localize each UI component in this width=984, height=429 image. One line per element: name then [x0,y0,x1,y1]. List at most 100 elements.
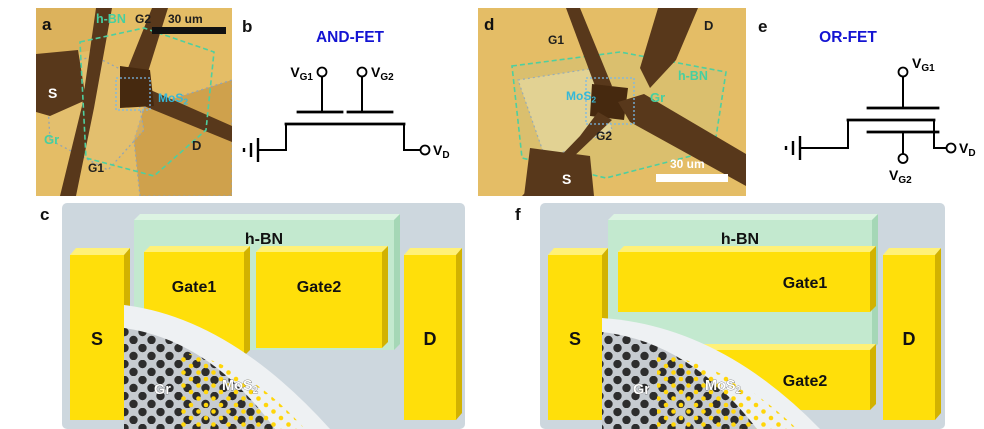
source-block [70,248,130,420]
drain-label: D [704,18,713,33]
hbn-label: h-BN [678,69,708,83]
mos2-label: MoS2 [158,91,188,107]
vg2-terminal [897,153,909,164]
drain-label: D [424,329,437,349]
source-wire [799,119,849,149]
gate1-side-face [870,246,876,312]
source-electrode [524,148,594,196]
vg2-label: VG2 [371,64,394,83]
gate2-label: Gate2 [297,279,342,296]
drain-side-face [935,248,941,420]
gate2-top-face [256,246,388,252]
gate2-side-face [870,344,876,410]
source-label: S [569,329,581,349]
scale-bar [152,27,226,34]
graphene-label: Gr [154,382,171,398]
vg1-terminal [897,66,909,78]
or-fet-title: OR-FET [819,29,877,46]
gate2-block [256,246,388,348]
drain-front-face [404,255,456,420]
schematic-or-fet: f [515,203,945,429]
gate1-top-face [144,246,250,252]
gate2-side-face [382,246,388,348]
graphene-label: Gr [44,132,59,147]
drain-top-face [404,248,462,255]
panel-label-d: d [484,15,494,34]
gate2-front-face [256,252,382,348]
drain-electrode-trace [144,88,232,142]
drain-label: D [903,329,916,349]
gate1-side-face [244,246,250,356]
hbn-top-face [134,214,400,220]
drain-block [404,248,462,420]
and-fet-title: AND-FET [316,29,385,46]
vd-label: VD [959,140,976,159]
source-label: S [91,329,103,349]
drain-electrode-trace [640,8,698,88]
hbn-flake-outline [79,27,215,177]
source-front-face [70,255,124,420]
vg2-label: VG2 [889,167,912,186]
g2-label: G2 [135,12,151,26]
gate2-electrode-trace [618,94,746,186]
ground-symbol [242,138,260,162]
graphene-label: Gr [650,90,665,105]
panel-label-f: f [515,205,521,224]
mos2-label: MoS2 [222,378,259,396]
gate2-label: Gate2 [783,373,828,390]
gate1-electrode-trace [60,8,112,196]
drain-top-face [883,248,941,255]
panel-label-b: b [242,17,252,36]
center-gate-pad [120,66,154,108]
drain-wire [933,119,947,149]
panel-b: b AND-FET VG1 VG2 VD [232,8,455,196]
g1-label: G1 [548,33,564,47]
graphene-label: Gr [633,382,650,398]
gate1-front-face [618,252,870,312]
g2-label: G2 [596,129,612,143]
panel-e: e OR-FET VG1 VG2 VD [748,8,984,196]
scale-bar [656,174,728,182]
drain-front-face [883,255,935,420]
schematic-and-fet: c [40,203,465,429]
source-wire [257,123,287,151]
vg1-label: VG1 [912,55,935,74]
panel-d: d G1 D h-BN MoS2 Gr G2 30 um S [478,8,746,196]
gate1-block [618,246,876,312]
hbn-label: h-BN [96,12,126,26]
mos2-flake-outline [585,77,635,125]
scale-label: 30 um [670,157,705,171]
hbn-side-face [394,214,400,350]
hbn-top-face [608,214,878,220]
source-top-face [70,248,130,255]
mos2-flake [657,354,797,429]
mos2-label: MoS2 [705,378,742,396]
vg1-terminal [316,66,328,78]
hbn-label: h-BN [245,231,283,248]
vd-label: VD [433,142,450,161]
source-label: S [48,85,57,101]
source-electrode [36,50,86,116]
vg1-label: VG1 [290,64,313,83]
mos2-label: MoS2 [566,89,596,105]
panel-a: a h-BN G2 30 um S MoS2 D Gr G1 [36,8,232,196]
vd-terminal [945,142,957,154]
mos2-flake [180,352,305,429]
gate1-label: Gate1 [172,279,217,296]
source-front-face [548,255,602,420]
hbn-label: h-BN [721,231,759,248]
ground-symbol [784,136,802,160]
vg2-terminal [356,66,368,78]
gate1-electrode-trace [566,8,612,94]
mos2-flake-outline [115,77,151,111]
panel-label-e: e [758,17,767,36]
gate1-top-face [618,246,876,252]
micrograph-a: a h-BN G2 30 um S MoS2 D Gr G1 [36,8,232,196]
flake-region-topleft [36,8,106,60]
source-label: S [562,171,571,187]
panel-label-a: a [42,15,52,34]
vd-terminal [419,144,431,156]
panel-f: f [505,200,960,429]
drain-label: D [192,138,201,153]
